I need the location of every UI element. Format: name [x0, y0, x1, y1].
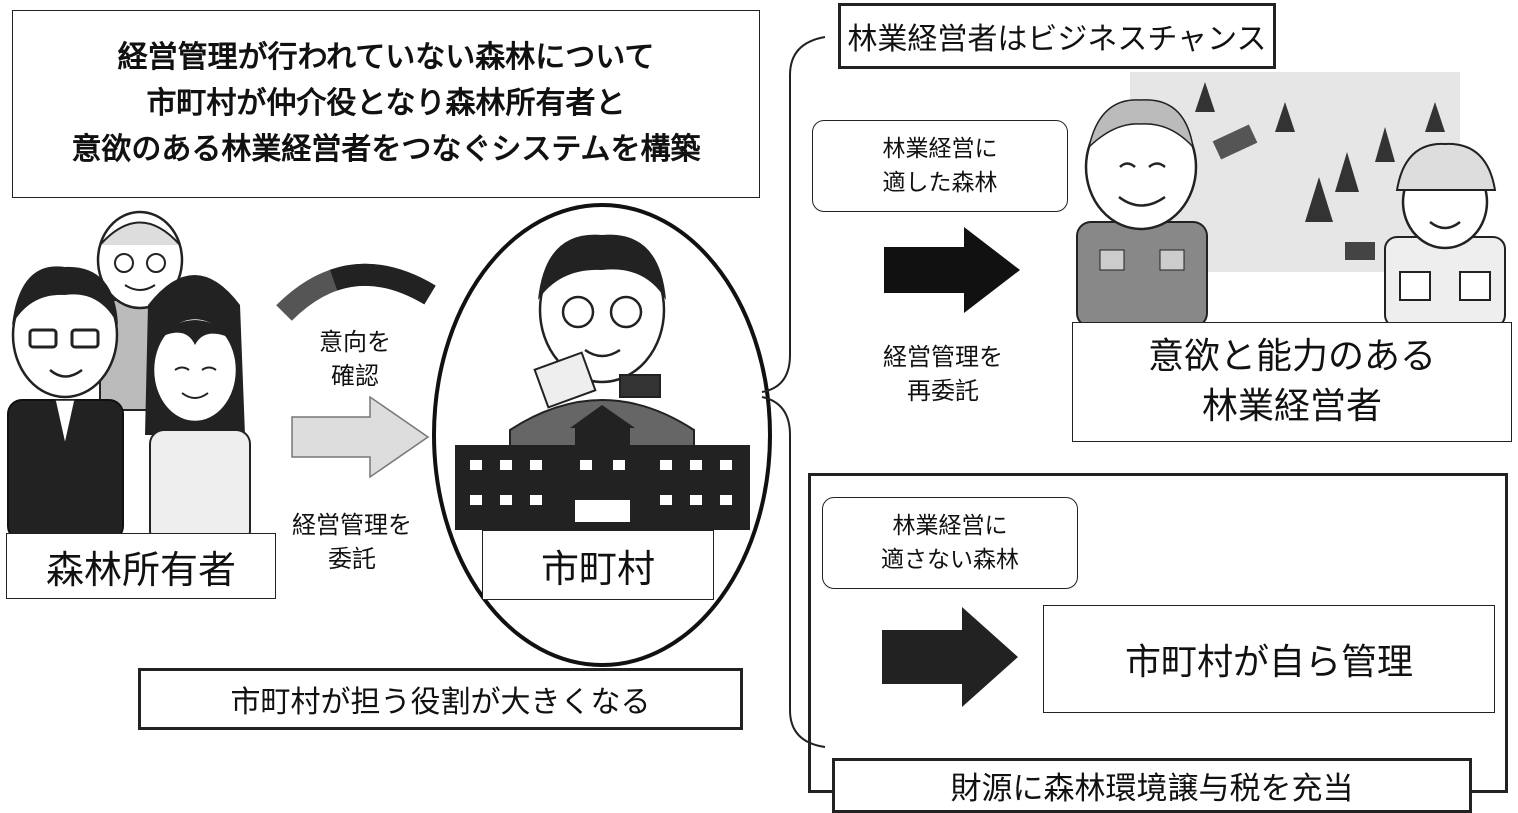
to-operators-arrow-icon	[884, 227, 1020, 313]
forestry-operator-2	[1384, 142, 1506, 328]
suited-forest-box: 林業経営に 適した森林	[812, 120, 1068, 212]
municipality-label-box: 市町村	[482, 530, 714, 600]
business-chance-box: 林業経営者はビジネスチャンス	[838, 3, 1276, 69]
municipal-building-figure	[455, 405, 750, 530]
intro-line-1: 経営管理が行われていない森林について	[117, 40, 655, 75]
forest-owners-illustration	[7, 210, 251, 546]
municipality-role-box: 市町村が担う役割が大きくなる	[138, 668, 743, 730]
self-manage-label: 市町村が自ら管理	[1124, 642, 1413, 683]
self-manage-box: 市町村が自ら管理	[1043, 605, 1495, 713]
confirm-intention-label: 意向を 確認	[319, 328, 391, 390]
intro-line-3: 意欲のある林業経営者をつなぐシステムを構築	[71, 132, 701, 167]
operators-line-2: 林業経営者	[1201, 386, 1382, 427]
forest-owners-label: 森林所有者	[45, 547, 236, 592]
operators-line-1: 意欲と能力のある	[1147, 336, 1436, 377]
tax-allocation-label: 財源に森林環境譲与税を充当	[950, 771, 1354, 807]
municipality-label: 市町村	[540, 546, 655, 591]
intro-line-2: 市町村が仲介役となり森林所有者と	[146, 86, 626, 121]
tax-allocation-box: 財源に森林環境譲与税を充当	[832, 758, 1472, 813]
entrust-management-label: 経営管理を 委託	[292, 511, 412, 573]
unsuited-forest-box: 林業経営に 適さない森林	[822, 497, 1078, 589]
forest-owners-label-box: 森林所有者	[6, 533, 276, 599]
forestry-operator-1	[1076, 99, 1208, 328]
self-manage-arrow-icon	[882, 607, 1018, 707]
lower-brace	[761, 396, 826, 748]
curved-arrow-icon	[276, 263, 436, 321]
intro-box: 経営管理が行われていない森林について 市町村が仲介役となり森林所有者と 意欲のあ…	[12, 10, 760, 198]
municipality-role-label: 市町村が担う役割が大きくなる	[230, 685, 651, 720]
capable-operators-box: 意欲と能力のある 林業経営者	[1072, 322, 1512, 442]
business-chance-label: 林業経営者はビジネスチャンス	[847, 22, 1267, 57]
young-man-owner-figure	[7, 266, 124, 541]
upper-brace	[761, 36, 826, 393]
reentrust-management-label: 経営管理を 再委託	[883, 343, 1003, 405]
woman-owner-figure	[145, 275, 251, 546]
entrust-arrow-icon	[291, 395, 430, 479]
forestry-operators-illustration	[1076, 72, 1506, 328]
municipality-ellipse	[432, 203, 772, 667]
